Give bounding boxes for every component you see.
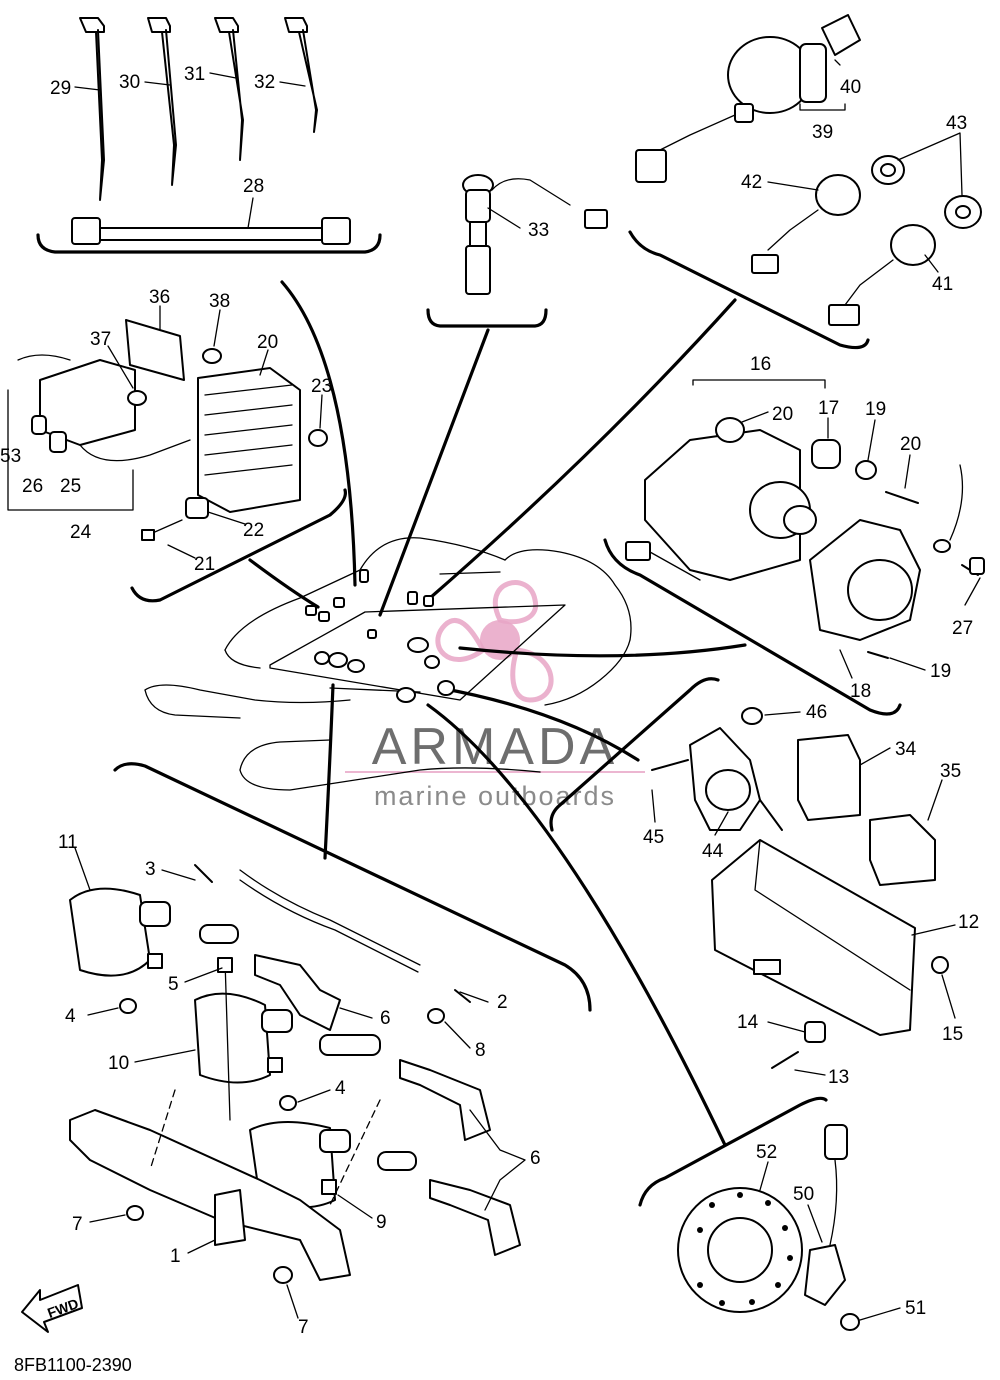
snowmobile-outline: [144, 537, 632, 791]
callout-18: 18: [850, 681, 871, 702]
callout-49: 46: [806, 702, 827, 723]
callout-28: 25: [60, 476, 81, 497]
pickup-group: [677, 1124, 860, 1331]
callout-38: 35: [940, 761, 961, 782]
callout-36: 33: [528, 220, 549, 241]
callout-22: 20: [900, 434, 921, 455]
callout-40: 37: [90, 329, 111, 350]
callout-4b: 4: [335, 1078, 346, 1099]
callout-6a: 6: [380, 1008, 391, 1029]
callout-16: 16: [750, 354, 771, 375]
watermark-subtitle: marine outboards: [374, 781, 616, 811]
callout-25: 22: [243, 520, 264, 541]
callout-6b: 6: [530, 1148, 541, 1169]
callout-32: 29: [50, 78, 71, 99]
cdi-relay-group: [651, 707, 949, 1069]
callout-3: 3: [145, 859, 156, 880]
tie-straps: [71, 17, 351, 245]
throttle-sensor-group: [625, 417, 985, 659]
callout-47: 44: [702, 841, 724, 862]
callout-9: 9: [376, 1212, 387, 1233]
callout-19: 19: [930, 661, 951, 682]
callout-46: 43: [946, 113, 967, 134]
callout-20: 20: [772, 404, 793, 425]
callout-45: 42: [741, 172, 762, 193]
callout-10: 10: [108, 1053, 129, 1074]
diagram-code: 8FB1100-2390: [14, 1355, 132, 1375]
callout-33: 30: [119, 72, 140, 93]
group-brackets: [36, 230, 902, 1207]
callout-27: 24: [70, 522, 92, 543]
callout-42: 39: [812, 122, 833, 143]
callout-35: 32: [254, 72, 275, 93]
callout-50: 50: [793, 1184, 814, 1205]
callout-1: 1: [170, 1246, 181, 1267]
callout-52: 52: [756, 1142, 777, 1163]
callout-23: 20: [257, 332, 278, 353]
forward-direction-arrow: FWD: [21, 1284, 83, 1333]
engine-bay-parts: [305, 569, 455, 703]
callout-26: 23: [311, 376, 332, 397]
callout-17: 17: [818, 398, 839, 419]
callout-14: 14: [737, 1012, 759, 1033]
callout-31: 28: [243, 176, 264, 197]
callout-13: 13: [828, 1067, 849, 1088]
propeller-logo: [435, 580, 554, 703]
callout-24: 21: [194, 554, 215, 575]
sensor-36: [462, 174, 608, 295]
callout-48: 45: [643, 827, 664, 848]
callout-12: 12: [958, 912, 979, 933]
callout-21: 19: [865, 399, 886, 420]
callout-11: 11: [58, 832, 78, 853]
callout-7b: 7: [298, 1317, 309, 1338]
callout-2: 2: [497, 992, 508, 1013]
callout-53: 53: [0, 446, 21, 467]
callout-37: 34: [895, 739, 917, 760]
callout-44: 41: [932, 274, 953, 295]
callout-15: 15: [942, 1024, 963, 1045]
callout-5: 5: [168, 974, 179, 995]
callout-34: 31: [184, 64, 205, 85]
callout-30: 27: [952, 618, 973, 639]
callout-4a: 4: [65, 1006, 76, 1027]
ignition-coil-group: [69, 864, 521, 1284]
armada-watermark: ARMADA marine outboards: [345, 580, 645, 811]
callout-41: 38: [209, 291, 230, 312]
leader-curves: [248, 280, 747, 1147]
callout-7a: 7: [72, 1214, 83, 1235]
callout-39: 36: [149, 287, 170, 308]
callout-leaders: [74, 59, 981, 1321]
callout-8: 8: [475, 1040, 486, 1061]
callout-51: 51: [905, 1298, 926, 1319]
switch-group: [635, 14, 982, 326]
callout-43: 40: [840, 77, 861, 98]
callout-29: 26: [22, 476, 43, 497]
rectifier-group: [7, 319, 328, 541]
callout-numbers: 29 30 31 32 28 33 39 40 43 42 41 36 38 3…: [0, 64, 979, 1338]
